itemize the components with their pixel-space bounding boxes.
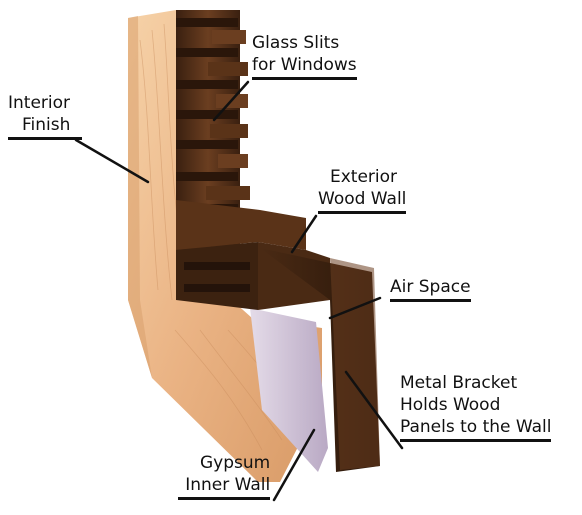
label-air-space: Air Space <box>390 276 471 302</box>
label-metal-bracket-line3: Panels to the Wall <box>400 416 551 442</box>
label-air-space-line1: Air Space <box>390 276 471 302</box>
label-interior-finish-line1: Interior <box>8 92 82 114</box>
label-gypsum-line2: Inner Wall <box>178 474 270 500</box>
label-metal-bracket-line1: Metal Bracket <box>400 372 551 394</box>
label-exterior-wall-line2: Wood Wall <box>318 188 406 214</box>
label-interior-finish: Interior Finish <box>8 92 82 140</box>
label-glass-slits-line1: Glass Slits <box>252 32 357 54</box>
label-glass-slits: Glass Slits for Windows <box>252 32 357 80</box>
label-metal-bracket: Metal Bracket Holds Wood Panels to the W… <box>400 372 551 442</box>
label-exterior-wall: Exterior Wood Wall <box>318 166 406 214</box>
label-metal-bracket-line2: Holds Wood <box>400 394 551 416</box>
label-gypsum: Gypsum Inner Wall <box>178 452 270 500</box>
label-glass-slits-line2: for Windows <box>252 54 357 80</box>
label-gypsum-line1: Gypsum <box>178 452 270 474</box>
label-interior-finish-line2: Finish <box>8 114 82 140</box>
label-exterior-wall-line1: Exterior <box>318 166 406 188</box>
